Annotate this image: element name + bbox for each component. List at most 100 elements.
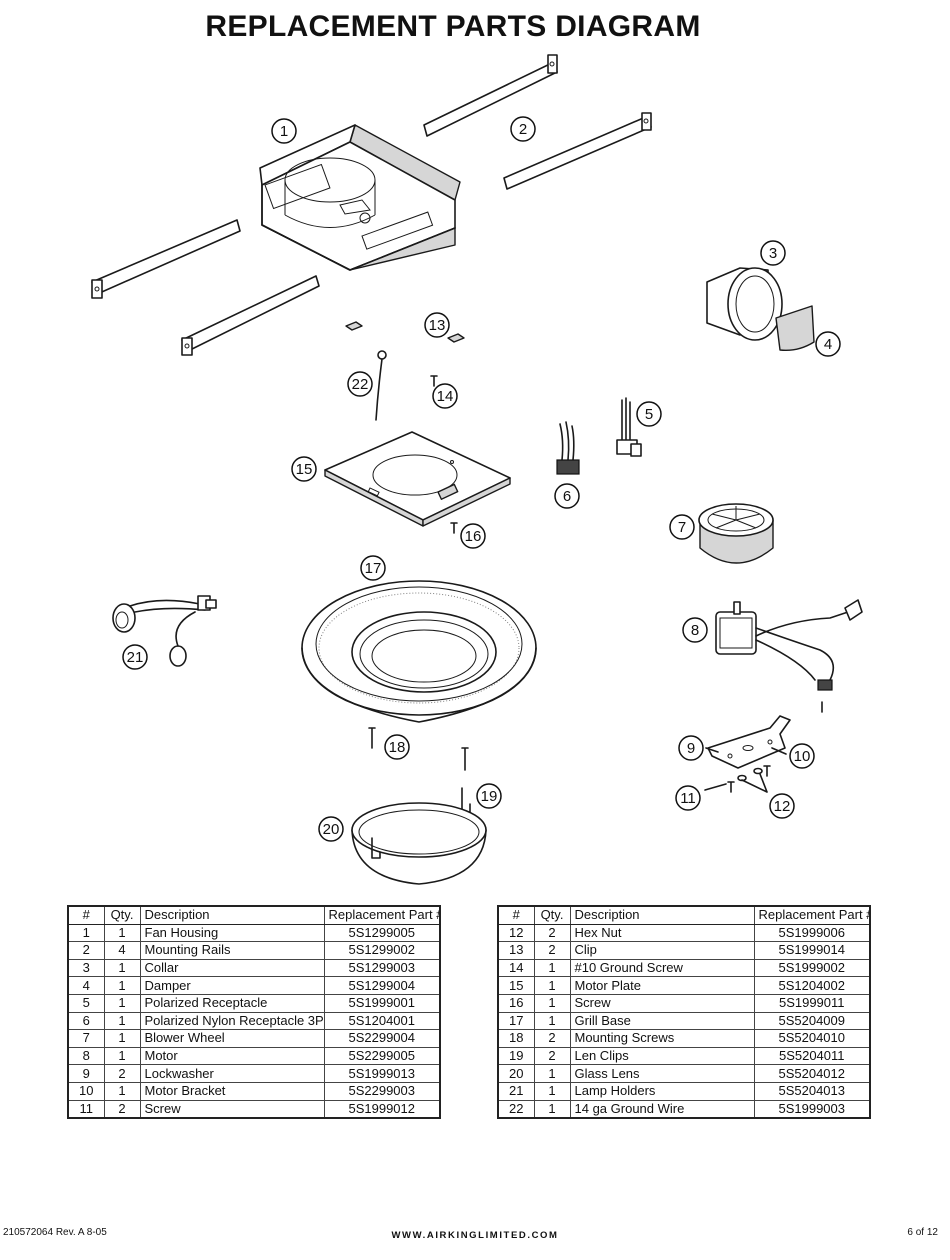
- motor-bracket-drawing: [707, 715, 791, 769]
- cell-description: Lockwasher: [140, 1064, 325, 1083]
- cell-part-number: 5S5204012: [754, 1064, 871, 1083]
- cell-qty: 1: [104, 994, 141, 1013]
- cell-qty: 2: [534, 1029, 571, 1048]
- svg-text:7: 7: [678, 519, 686, 536]
- cell-number: 6: [68, 1012, 105, 1031]
- parts-table-right: # Qty. Description Replacement Part # 12…: [497, 905, 871, 1120]
- cell-qty: 1: [534, 1082, 571, 1101]
- column-header-number: #: [498, 906, 535, 925]
- svg-text:13: 13: [429, 317, 446, 334]
- column-header-qty: Qty.: [534, 906, 571, 925]
- cell-description: 14 ga Ground Wire: [570, 1100, 755, 1119]
- cell-description: Screw: [570, 994, 755, 1013]
- callout-19: 19: [476, 783, 502, 809]
- cell-description: Damper: [140, 976, 325, 995]
- cell-part-number: 5S2299005: [324, 1047, 441, 1066]
- cell-part-number: 5S5204013: [754, 1082, 871, 1101]
- svg-text:17: 17: [365, 560, 382, 577]
- cell-number: 14: [498, 959, 535, 978]
- cell-number: 11: [68, 1100, 105, 1119]
- svg-text:2: 2: [519, 121, 527, 138]
- cell-part-number: 5S1299004: [324, 976, 441, 995]
- lens-clip-drawing: [461, 787, 471, 813]
- cell-number: 9: [68, 1064, 105, 1083]
- svg-text:10: 10: [794, 748, 811, 765]
- cell-qty: 2: [534, 1047, 571, 1066]
- callout-18: 18: [384, 734, 410, 760]
- cell-number: 3: [68, 959, 105, 978]
- cell-description: Polarized Nylon Receptacle 3P: [140, 1012, 325, 1031]
- cell-part-number: 5S1999006: [754, 924, 871, 943]
- motor-plate-drawing: [324, 431, 511, 527]
- cell-qty: 1: [104, 959, 141, 978]
- cell-description: Fan Housing: [140, 924, 325, 943]
- polarized-receptacle-drawing: [616, 397, 642, 457]
- page-title: REPLACEMENT PARTS DIAGRAM: [205, 10, 701, 43]
- svg-text:1: 1: [280, 123, 288, 140]
- column-header-qty: Qty.: [104, 906, 141, 925]
- svg-text:6: 6: [563, 488, 571, 505]
- cell-number: 22: [498, 1100, 535, 1119]
- svg-text:4: 4: [824, 336, 832, 353]
- cell-part-number: 5S1299002: [324, 941, 441, 960]
- grill-base-drawing: [301, 580, 537, 723]
- cell-qty: 4: [104, 941, 141, 960]
- clips-drawing: [345, 321, 465, 343]
- cell-number: 8: [68, 1047, 105, 1066]
- motor-drawing: [715, 599, 863, 713]
- cell-description: Hex Nut: [570, 924, 755, 943]
- cell-part-number: 5S1999014: [754, 941, 871, 960]
- cell-qty: 1: [534, 1064, 571, 1083]
- cell-description: Lamp Holders: [570, 1082, 755, 1101]
- cell-part-number: 5S5204010: [754, 1029, 871, 1048]
- cell-description: Polarized Receptacle: [140, 994, 325, 1013]
- cell-part-number: 5S1204002: [754, 976, 871, 995]
- cell-number: 20: [498, 1064, 535, 1083]
- cell-part-number: 5S2299004: [324, 1029, 441, 1048]
- cell-part-number: 5S1999002: [754, 959, 871, 978]
- cell-description: Motor Plate: [570, 976, 755, 995]
- cell-number: 21: [498, 1082, 535, 1101]
- cell-description: Clip: [570, 941, 755, 960]
- cell-description: Mounting Rails: [140, 941, 325, 960]
- svg-text:9: 9: [687, 740, 695, 757]
- blower-wheel-drawing: [698, 503, 774, 564]
- callout-21: 21: [122, 644, 148, 670]
- cell-number: 15: [498, 976, 535, 995]
- table-header-row: # Qty. Description Replacement Part #: [68, 906, 441, 925]
- cell-number: 17: [498, 1012, 535, 1031]
- cell-qty: 1: [104, 924, 141, 943]
- cell-qty: 1: [104, 1029, 141, 1048]
- svg-text:21: 21: [127, 649, 144, 666]
- cell-qty: 1: [534, 976, 571, 995]
- callout-10: 10: [789, 743, 815, 769]
- cell-number: 4: [68, 976, 105, 995]
- callout-6: 6: [554, 483, 580, 509]
- cell-qty: 1: [534, 994, 571, 1013]
- damper-drawing: [775, 305, 815, 352]
- cell-part-number: 5S5204011: [754, 1047, 871, 1066]
- cell-qty: 2: [534, 941, 571, 960]
- cell-description: Collar: [140, 959, 325, 978]
- cell-qty: 2: [534, 924, 571, 943]
- callout-4: 4: [815, 331, 841, 357]
- callout-17: 17: [360, 555, 386, 581]
- callout-11: 11: [675, 785, 701, 811]
- cell-qty: 1: [104, 1047, 141, 1066]
- mounting-screws-drawing: [368, 727, 469, 771]
- cell-description: Motor: [140, 1047, 325, 1066]
- callout-7: 7: [669, 514, 695, 540]
- cell-qty: 1: [534, 1012, 571, 1031]
- cell-number: 16: [498, 994, 535, 1013]
- cell-part-number: 5S1999011: [754, 994, 871, 1013]
- svg-text:20: 20: [323, 821, 340, 838]
